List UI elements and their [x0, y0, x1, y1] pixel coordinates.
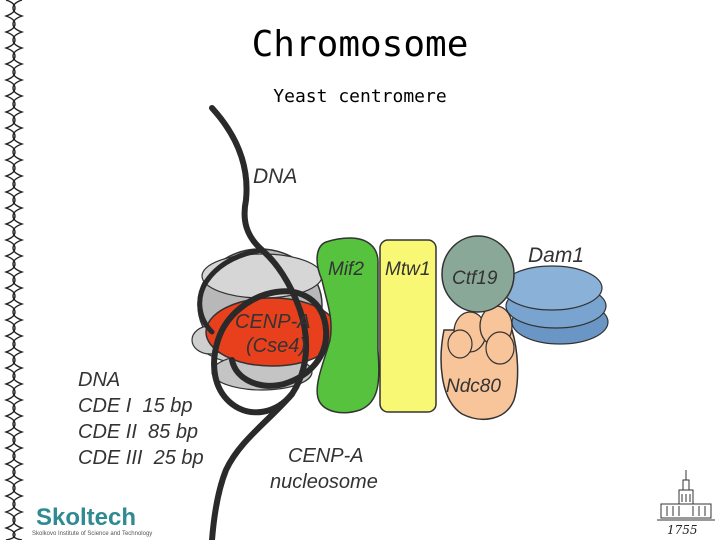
skoltech-logo: Skoltech Skolkovo Institute of Science a… — [30, 500, 152, 540]
ndc80-label: Ndc80 — [446, 376, 501, 397]
ndc80-complex — [440, 305, 519, 421]
emblem-year: 1755 — [667, 523, 698, 537]
decorative-border — [3, 0, 25, 540]
legend-line: CDE III 25 bp — [78, 447, 204, 469]
ndc80-head — [485, 331, 515, 365]
dna-label: DNA — [253, 165, 297, 188]
mtw1-label: Mtw1 — [385, 259, 430, 280]
page-title: Chromosome — [251, 24, 469, 65]
logo-name: Skoltech — [36, 504, 137, 531]
page-subtitle: Yeast centromere — [273, 86, 447, 107]
mif2-protein — [316, 237, 380, 414]
logo-subtitle: Skolkovo Institute of Science and Techno… — [32, 531, 153, 537]
dam1-ring — [501, 265, 603, 311]
ndc80-head — [447, 329, 473, 359]
legend-line: CDE I 15 bp — [78, 395, 193, 417]
university-emblem-icon — [657, 470, 715, 521]
dna-strand — [197, 247, 265, 335]
dna-strand — [209, 105, 330, 416]
dam1-complex — [501, 265, 609, 345]
mif2-label: Mif2 — [328, 259, 364, 280]
nucleosome-label-2: nucleosome — [270, 471, 378, 493]
legend-line: DNA — [78, 369, 120, 391]
mtw1-protein — [379, 239, 437, 413]
legend-line: CDE II 85 bp — [78, 421, 198, 443]
dna-strand — [209, 391, 295, 540]
cse4-label: (Cse4) — [246, 335, 306, 357]
cde-legend: DNA CDE I 15 bp CDE II 85 bp CDE III 25 … — [78, 369, 204, 469]
histone-disc — [201, 253, 323, 299]
ctf19-protein — [441, 235, 515, 313]
dam1-label: Dam1 — [528, 244, 584, 267]
nucleosome-label-1: CENP-A — [288, 445, 364, 467]
ctf19-label: Ctf19 — [452, 268, 498, 289]
cenpa-label: CENP-A — [235, 311, 311, 333]
